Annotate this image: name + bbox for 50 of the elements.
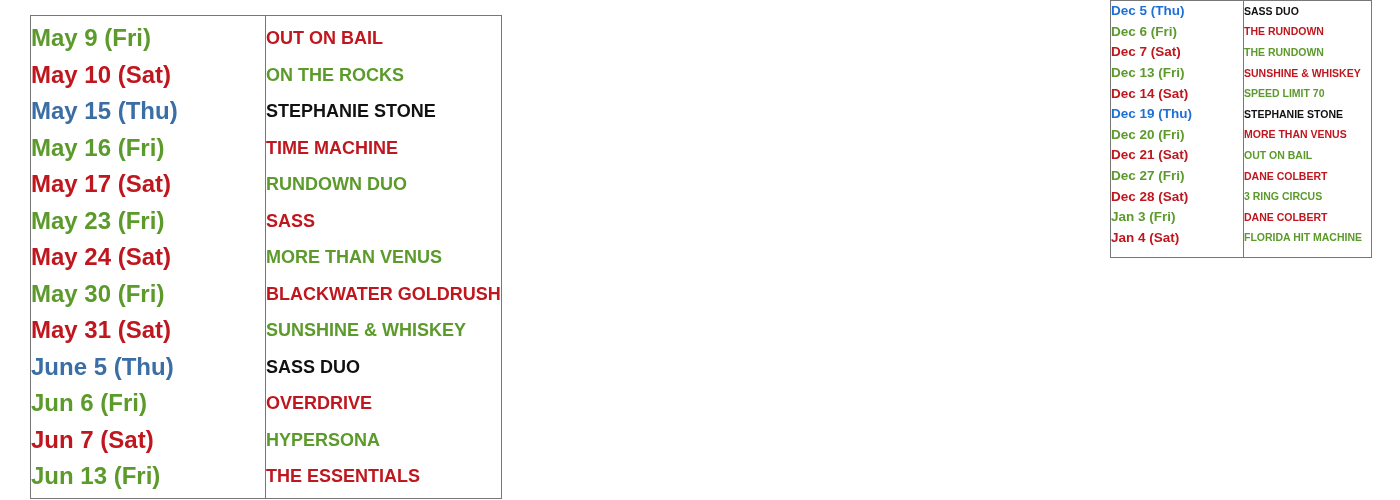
- date-text: May 15 (Thu): [31, 99, 178, 123]
- band-name: OUT ON BAIL: [1244, 149, 1313, 161]
- date-text: May 9 (Fri): [31, 26, 152, 50]
- band-name: TIME MACHINE: [266, 138, 398, 157]
- band-name: BLACKWATER GOLDRUSH: [266, 284, 501, 303]
- band-name: 3 RING CIRCUS: [1244, 191, 1323, 202]
- band-name: OUT ON BAIL: [266, 29, 383, 47]
- band-name: SASS DUO: [266, 357, 361, 376]
- date-text: June 5 (Thu): [31, 354, 174, 379]
- band-name: STEPHANIE STONE: [266, 102, 436, 120]
- band-name: ON THE ROCKS: [266, 65, 404, 84]
- date-text: Dec 14 (Sat): [1111, 86, 1189, 101]
- date-text: Dec 21 (Sat): [1111, 148, 1189, 162]
- band-name: HYPERSONA: [266, 430, 381, 449]
- band-name: FLORIDA HIT MACHINE: [1244, 232, 1363, 243]
- band-name: RUNDOWN DUO: [266, 175, 407, 193]
- band-name: MORE THAN VENUS: [266, 248, 442, 266]
- date-text: Jun 7 (Sat): [31, 427, 154, 452]
- band-name: MORE THAN VENUS: [1244, 129, 1347, 140]
- band-name: SASS: [266, 211, 316, 230]
- date-text: Jun 6 (Fri): [31, 391, 147, 415]
- band-name: DANE COLBERT: [1244, 211, 1328, 223]
- band-name: THE ESSENTIALS: [266, 467, 421, 485]
- date-text: Jan 3 (Fri): [1111, 210, 1176, 224]
- date-text: May 23 (Fri): [31, 208, 165, 233]
- band-name: THE RUNDOWN: [1244, 26, 1324, 37]
- band-name: SASS DUO: [1244, 5, 1299, 17]
- date-text: Jun 13 (Fri): [31, 464, 161, 488]
- band-name: SUNSHINE & WHISKEY: [266, 321, 467, 339]
- date-text: Jan 4 (Sat): [1111, 230, 1180, 245]
- band-name: DANE COLBERT: [1244, 170, 1328, 182]
- date-text: May 16 (Fri): [31, 135, 165, 160]
- date-text: Dec 19 (Thu): [1111, 107, 1192, 121]
- band-name: THE RUNDOWN: [1244, 46, 1324, 58]
- date-text: Dec 6 (Fri): [1111, 24, 1178, 39]
- date-text: May 31 (Sat): [31, 318, 172, 342]
- date-text: Dec 7 (Sat): [1111, 45, 1181, 59]
- date-text: May 24 (Sat): [31, 245, 172, 269]
- date-text: Dec 20 (Fri): [1111, 127, 1185, 142]
- date-text: Dec 5 (Thu): [1111, 4, 1185, 18]
- band-name: OVERDRIVE: [266, 394, 373, 412]
- date-text: Dec 28 (Sat): [1111, 189, 1189, 204]
- date-text: Dec 13 (Fri): [1111, 66, 1185, 80]
- date-text: May 17 (Sat): [31, 172, 172, 196]
- band-name: SUNSHINE & WHISKEY: [1244, 67, 1361, 79]
- date-text: May 30 (Fri): [31, 281, 165, 306]
- band-name: STEPHANIE STONE: [1244, 108, 1343, 120]
- date-text: Dec 27 (Fri): [1111, 169, 1185, 183]
- band-name: SPEED LIMIT 70: [1244, 88, 1325, 99]
- date-text: May 10 (Sat): [31, 62, 172, 87]
